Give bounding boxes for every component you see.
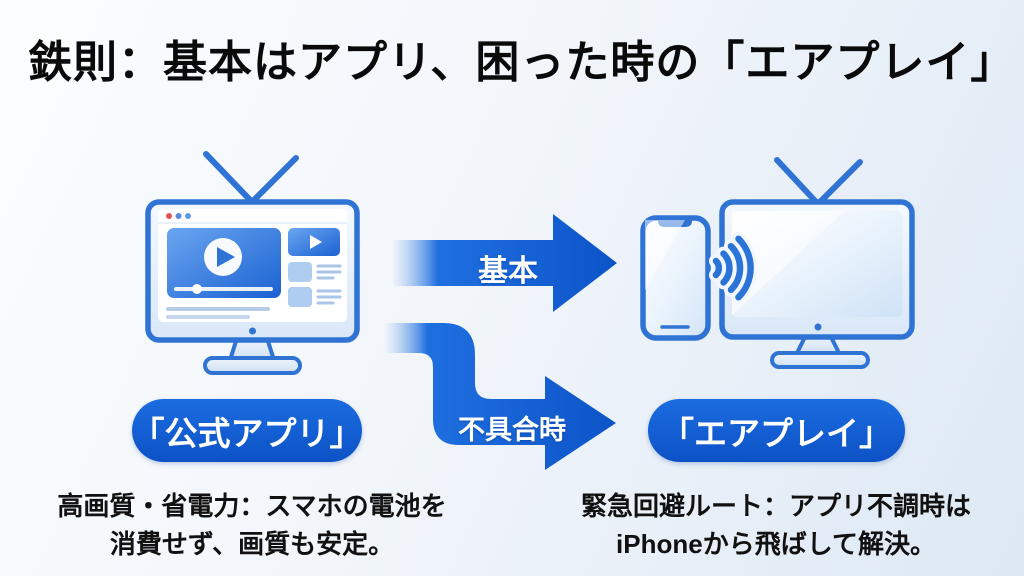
tv-antenna (203, 151, 299, 205)
window-dot-blue2 (185, 213, 191, 219)
tv-streaming-app-icon (145, 151, 360, 375)
airplay-caption-line1: 緊急回避ルート：アプリ不調時は (581, 491, 972, 521)
window-dot-blue1 (175, 213, 182, 219)
tv-stand (203, 336, 302, 375)
fallback-arrow-label: 不具合時 (458, 415, 566, 445)
airplay-caption-line2: iPhoneから飛ばして解決。 (616, 529, 936, 559)
basic-route-arrow (393, 214, 617, 312)
tv-power-dot (814, 323, 822, 331)
sidebar-play-icon (310, 235, 322, 249)
official-app-caption-line1: 高画質・省電力：スマホの電池を (57, 491, 447, 521)
tv-antenna (774, 157, 863, 207)
tv-stand (770, 333, 870, 369)
progress-handle (192, 284, 202, 294)
tv-screen (732, 211, 902, 317)
page-title: 鉄則：基本はアプリ、困った時の「エアプレイ」 (28, 38, 1016, 87)
tv-power-dot (249, 327, 256, 335)
official-app-badge: 「公式アプリ」 (132, 399, 363, 462)
official-app-caption: 高画質・省電力：スマホの電池を 消費せず、画質も安定。 (57, 487, 447, 563)
airplay-waves-icon (709, 231, 758, 305)
window-dot-red (166, 213, 172, 219)
iphone-icon (640, 215, 711, 341)
basic-arrow-label: 基本 (478, 255, 538, 288)
sidebar-tile-2 (288, 287, 312, 307)
fallback-route-arrow (386, 323, 616, 470)
tv-screen-app-ui (158, 209, 347, 322)
iphone-airplay-to-tv-icon (640, 157, 915, 369)
sidebar-tile-1 (288, 262, 312, 282)
airplay-caption: 緊急回避ルート：アプリ不調時は iPhoneから飛ばして解決。 (581, 487, 971, 563)
airplay-badge: 「エアプレイ」 (648, 399, 905, 462)
official-app-caption-line2: 消費せず、画質も安定。 (109, 529, 395, 559)
